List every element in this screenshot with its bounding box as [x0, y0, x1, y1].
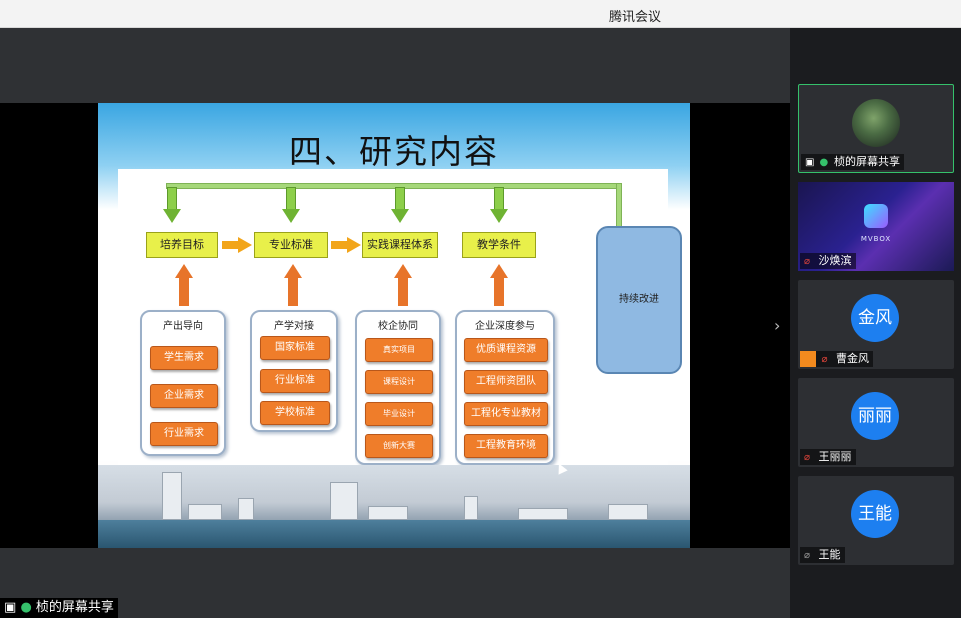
- group-title: 产出导向: [163, 321, 203, 332]
- down-arrow-3: [391, 187, 409, 225]
- item-real-project: 真实项目: [365, 338, 433, 362]
- participant-name: 王能: [818, 548, 841, 561]
- mic-muted-icon: ⌀: [821, 354, 828, 365]
- participant-tile[interactable]: 王能 ⌀ 王能: [798, 476, 954, 565]
- item-school-standard: 学校标准: [260, 401, 330, 425]
- item-quality-course-resources: 优质课程资源: [464, 338, 548, 362]
- participant-name: 曹金风: [836, 352, 869, 365]
- participant-label: ⌀ 王能: [800, 547, 845, 563]
- participant-name: 桢的屏幕共享: [834, 155, 900, 168]
- up-arrow-3: [394, 264, 412, 306]
- screen-share-label: ▣ ● 桢的屏幕共享: [0, 598, 118, 618]
- up-arrow-2: [284, 264, 302, 306]
- item-enterprise-needs: 企业需求: [150, 384, 218, 408]
- up-arrow-4: [490, 264, 508, 306]
- box-professional-standard: 专业标准: [254, 232, 328, 258]
- participant-name: 王丽丽: [818, 450, 852, 463]
- participant-label: ⌀ 曹金风: [800, 351, 873, 367]
- group-enterprise-participation: 企业深度参与 优质课程资源 工程师资团队 工程化专业教材 工程教育环境: [455, 310, 555, 465]
- title-bar: 腾讯会议: [0, 0, 961, 28]
- right-arrow-1: [222, 237, 252, 253]
- avatar: [852, 99, 900, 147]
- group-output-oriented: 产出导向 学生需求 企业需求 行业需求: [140, 310, 226, 456]
- chevron-right-icon[interactable]: ›: [774, 316, 781, 335]
- item-course-design: 课程设计: [365, 370, 433, 394]
- down-arrow-2: [282, 187, 300, 225]
- participant-tile[interactable]: 金风 ⌀ 曹金风: [798, 280, 954, 369]
- item-national-standard: 国家标准: [260, 336, 330, 360]
- participant-name: 沙焕滨: [818, 254, 852, 267]
- user-icon: [800, 351, 816, 367]
- group-title: 企业深度参与: [475, 321, 535, 332]
- mic-muted-icon: ⌀: [804, 550, 811, 561]
- research-diagram: 培养目标 专业标准 实践课程体系 教学条件 持续改进 产出导向 学生需求 企业需…: [118, 169, 682, 469]
- group-title: 校企协同: [378, 321, 418, 332]
- participant-label: ⌀ 沙焕滨: [800, 253, 856, 269]
- item-industry-standard: 行业标准: [260, 369, 330, 393]
- screen-share-icon: ▣: [4, 600, 17, 615]
- feedback-line-right: [616, 183, 622, 227]
- item-graduation-design: 毕业设计: [365, 402, 433, 426]
- down-arrow-4: [490, 187, 508, 225]
- box-practice-curriculum: 实践课程体系: [362, 232, 438, 258]
- participant-tile[interactable]: 丽丽 ⌀ 王丽丽: [798, 378, 954, 467]
- screen-share-icon: ▣: [805, 157, 815, 168]
- item-student-needs: 学生需求: [150, 346, 218, 370]
- mic-on-icon: ●: [819, 157, 829, 168]
- participant-tile[interactable]: MVBOX ⌀ 沙焕滨: [798, 182, 954, 271]
- mic-muted-icon: ⌀: [804, 452, 811, 463]
- avatar: 王能: [851, 490, 899, 538]
- screen-share-view[interactable]: 四、研究内容 培养目标 专业标准 实践课程体系 教学条件 持续改进: [0, 103, 790, 548]
- mic-muted-icon: ⌀: [804, 256, 811, 267]
- main-stage: 四、研究内容 培养目标 专业标准 实践课程体系 教学条件 持续改进: [0, 28, 790, 618]
- avatar-text: MVBOX: [860, 235, 892, 243]
- box-teaching-conditions: 教学条件: [462, 232, 536, 258]
- group-industry-academia: 产学对接 国家标准 行业标准 学校标准: [250, 310, 338, 432]
- item-industry-needs: 行业需求: [150, 422, 218, 446]
- participant-label: ▣ ● 桢的屏幕共享: [801, 154, 904, 170]
- city-skyline-image: [98, 465, 690, 548]
- item-innovation-contest: 创新大赛: [365, 434, 433, 458]
- up-arrow-1: [175, 264, 193, 306]
- presentation-slide: 四、研究内容 培养目标 专业标准 实践课程体系 教学条件 持续改进: [98, 103, 690, 548]
- mic-on-icon: ●: [20, 600, 32, 615]
- down-arrow-1: [163, 187, 181, 225]
- window-title: 腾讯会议: [608, 10, 661, 25]
- box-continuous-improvement: 持续改进: [596, 226, 682, 374]
- stage-top-strip: [0, 28, 790, 103]
- group-school-enterprise: 校企协同 真实项目 课程设计 毕业设计 创新大赛: [355, 310, 441, 465]
- participant-label: ⌀ 王丽丽: [800, 449, 856, 465]
- slide-title: 四、研究内容: [289, 132, 499, 171]
- stage-bottom-strip: [0, 548, 790, 618]
- item-engineer-faculty-team: 工程师资团队: [464, 370, 548, 394]
- avatar: 金风: [851, 294, 899, 342]
- right-arrow-2: [331, 237, 361, 253]
- avatar: 丽丽: [851, 392, 899, 440]
- share-label-text: 桢的屏幕共享: [35, 600, 114, 615]
- participant-tile[interactable]: ▣ ● 桢的屏幕共享: [798, 84, 954, 173]
- item-engineering-textbooks: 工程化专业教材: [464, 402, 548, 426]
- participant-panel: ▣ ● 桢的屏幕共享 MVBOX ⌀ 沙焕滨 金风 ⌀ 曹金风 丽丽 ⌀ 王丽丽…: [790, 28, 961, 618]
- box-training-goal: 培养目标: [146, 232, 218, 258]
- group-title: 产学对接: [274, 321, 314, 332]
- item-engineering-environment: 工程教育环境: [464, 434, 548, 458]
